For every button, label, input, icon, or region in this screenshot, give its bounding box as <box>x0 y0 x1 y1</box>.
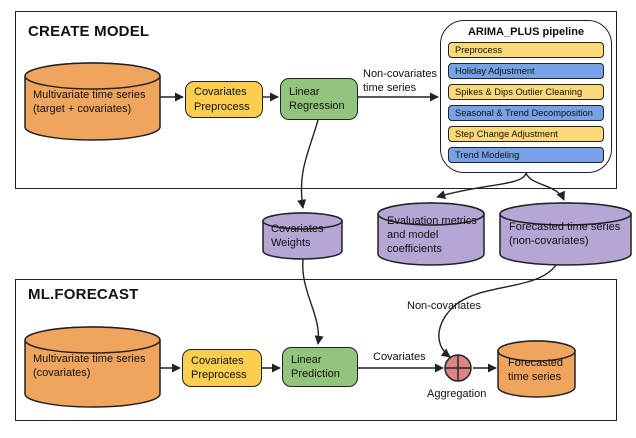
source-db-label-forecast: Multivariate time series (covariates) <box>33 353 146 379</box>
linear-prediction-node: Linear Prediction <box>282 347 358 387</box>
pipeline-step-spikes-dips-outlier-cleaning: Spikes & Dips Outlier Cleaning <box>448 84 604 100</box>
covariates-weights-label: Covariates Weights <box>271 223 324 249</box>
pipeline-step-step-change-adjustment: Step Change Adjustment <box>448 126 604 142</box>
source-db-label-create: Multivariate time series (target + covar… <box>33 89 146 115</box>
arrow-pipeline-to-forecast-noncov <box>525 172 565 201</box>
forecasted-timeseries-cylinder <box>497 340 576 398</box>
aggregation-label: Aggregation <box>427 388 487 400</box>
create-model-title: CREATE MODEL <box>28 23 150 40</box>
arrow-weights-to-prediction <box>302 258 324 345</box>
covariates-preprocess-node-create: Covariates Preprocess <box>185 81 263 118</box>
covariates-preprocess-node-forecast: Covariates Preprocess <box>182 349 262 387</box>
aggregation-icon <box>444 354 472 382</box>
arrow-noncov-to-aggregation <box>438 264 557 358</box>
edge-label-noncovariates: Non-covariates <box>407 300 481 312</box>
linear-regression-node: Linear Regression <box>280 78 358 120</box>
covariates-weights-cylinder <box>262 212 343 260</box>
ml-forecast-title: ML.FORECAST <box>28 286 139 303</box>
pipeline-step-trend-modeling: Trend Modeling <box>448 147 604 163</box>
arrow-regression-to-weights <box>297 119 319 209</box>
evaluation-metrics-cylinder <box>377 202 485 266</box>
edge-label-covariates: Covariates <box>373 351 426 363</box>
arrow-pipeline-to-eval <box>436 172 527 200</box>
multivariate-timeseries-target-cylinder <box>24 62 161 141</box>
forecasted-noncovariates-cylinder <box>499 202 632 266</box>
edge-label-noncovariates-timeseries: Non-covariates time series <box>363 68 437 94</box>
forecast-db-label: Forecasted time series <box>508 357 564 383</box>
multivariate-timeseries-covariates-cylinder <box>24 326 161 408</box>
forecasted-noncovariates-label: Forecasted time series (non-covariates) <box>509 221 621 247</box>
pipeline-title: ARIMA_PLUS pipeline <box>467 26 585 38</box>
pipeline-step-holiday-adjustment: Holiday Adjustment <box>448 63 604 79</box>
pipeline-step-seasonal-trend-decomposition: Seasonal & Trend Decomposition <box>448 105 604 121</box>
arima-plus-pipeline-box: ARIMA_PLUS pipeline Preprocess Holiday A… <box>440 20 612 173</box>
evaluation-metrics-label: Evaluation metrics and model coefficient… <box>387 215 477 255</box>
pipeline-step-preprocess: Preprocess <box>448 42 604 58</box>
